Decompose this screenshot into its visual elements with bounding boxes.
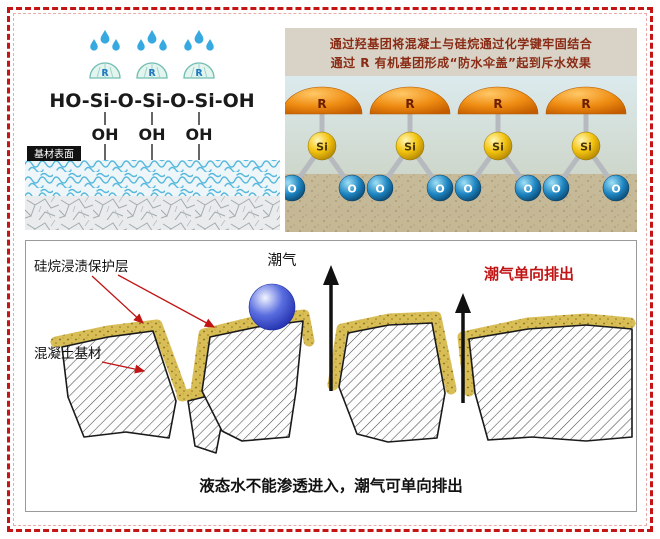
- model-caption-line1: 通过羟基团将混凝土与硅烷通过化学键牢固结合: [329, 37, 593, 51]
- oh-label: OH: [92, 125, 119, 144]
- molecular-model-scene: R R R R Si Si Si Si: [285, 72, 637, 232]
- protective-layer-label: 硅烷浸渍保护层: [34, 259, 129, 275]
- umbrella-dome-icon: R: [183, 62, 215, 79]
- o-atom-label: O: [551, 183, 560, 196]
- si-atom-label: Si: [404, 141, 416, 154]
- chemistry-sketch: R R R HO-Si-O-Si-O-Si-OH OH OH: [25, 30, 280, 230]
- moisture-label: 潮气: [268, 252, 297, 269]
- molecular-model-panel: 通过羟基团将混凝土与硅烷通过化学键牢固结合 通过 R 有机基团形成“防水伞盖”起…: [285, 28, 637, 232]
- umbrella-r-label: R: [148, 68, 156, 79]
- si-atom-label: Si: [316, 141, 328, 154]
- o-atom-label: O: [435, 183, 444, 196]
- o-atom-label: O: [375, 183, 384, 196]
- si-oh-bonds: [104, 112, 200, 125]
- r-dome-label: R: [317, 97, 326, 111]
- moisture-up-arrow: [455, 293, 471, 403]
- oh-substrate-bonds: [104, 144, 200, 162]
- umbrella-dome-icon: R: [89, 62, 121, 79]
- model-caption: 通过羟基团将混凝土与硅烷通过化学键牢固结合 通过 R 有机基团形成“防水伞盖”起…: [285, 28, 637, 76]
- silane-chemistry-panel: R R R HO-Si-O-Si-O-Si-OH OH OH: [25, 28, 280, 232]
- moisture-path-panel: 硅烷浸渍保护层 混凝土基材 潮气 潮气单向排出 液态水不能渗透进入，潮气可单向排…: [25, 240, 637, 512]
- silicon-atoms: Si Si Si Si: [307, 131, 601, 161]
- o-atom-label: O: [463, 183, 472, 196]
- o-atom-label: O: [611, 183, 620, 196]
- o-atom-label: O: [523, 183, 532, 196]
- moisture-up-arrow: [323, 265, 339, 391]
- model-caption-line2: 通过 R 有机基团形成“防水伞盖”起到斥水效果: [330, 56, 592, 71]
- o-atom-label: O: [287, 183, 296, 196]
- r-dome-label: R: [405, 97, 414, 111]
- raindrops-icon: [90, 30, 214, 51]
- umbrella-r-label: R: [195, 68, 203, 79]
- leader-lines: [91, 274, 216, 374]
- r-umbrella-domes: R R R R: [285, 86, 627, 115]
- oh-label: OH: [139, 125, 166, 144]
- concrete-substrate-blocks: [61, 320, 633, 454]
- r-dome-label: R: [493, 97, 502, 111]
- substrate-label: 混凝土基材: [34, 345, 102, 362]
- substrate-surface-tag: 基材表面: [27, 146, 81, 161]
- oh-label: OH: [186, 125, 213, 144]
- o-atom-label: O: [347, 183, 356, 196]
- oxygen-atoms: O O O O O O O O: [285, 174, 630, 202]
- umbrella-dome-icon: R: [136, 62, 168, 79]
- si-atom-label: Si: [580, 141, 592, 154]
- umbrella-r-label: R: [101, 68, 109, 79]
- one-way-escape-label: 潮气单向排出: [484, 265, 574, 283]
- hydroxyl-surface-texture: [25, 160, 280, 196]
- substrate-tag-label: 基材表面: [34, 148, 74, 161]
- diagram-caption: 液态水不能渗透进入，潮气可单向排出: [199, 476, 463, 495]
- r-dome-label: R: [581, 97, 590, 111]
- silane-coating-layer: [50, 309, 636, 402]
- silane-formula: HO-Si-O-Si-O-Si-OH: [49, 90, 254, 112]
- moisture-diagram: 硅烷浸渍保护层 混凝土基材 潮气 潮气单向排出 液态水不能渗透进入，潮气可单向排…: [34, 252, 636, 495]
- si-atom-label: Si: [492, 141, 504, 154]
- water-bead-icon: [248, 283, 296, 331]
